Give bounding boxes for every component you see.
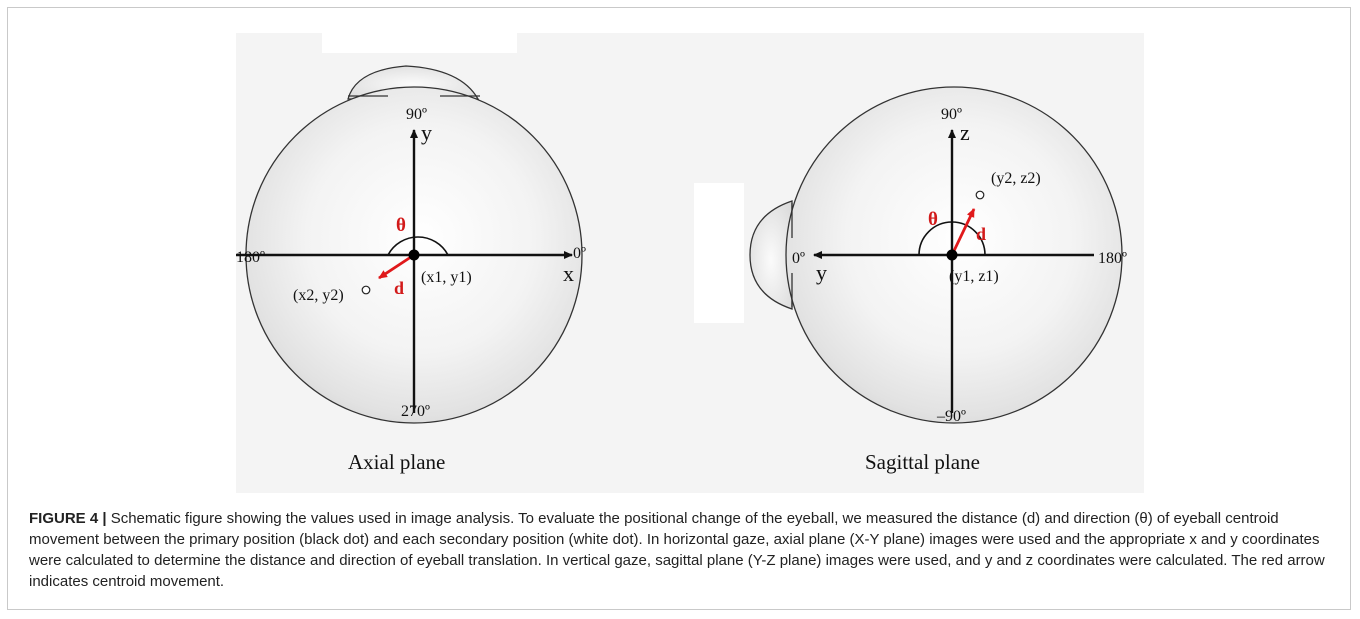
axial-y-axis-label: y: [421, 120, 432, 145]
axial-x-axis-label: x: [563, 261, 574, 286]
sagittal-theta-arc: [918, 221, 986, 256]
sagittal-primary-dot: [946, 249, 958, 261]
axial-primary-dot: [408, 249, 420, 261]
sagittal-left-label: 0º: [792, 250, 805, 267]
axial-primary-point-label: (x1, y1): [421, 269, 472, 286]
axial-left-label: 180º: [236, 249, 265, 266]
axial-movement-arrow: [378, 253, 415, 280]
axial-plane-title: Axial plane: [348, 450, 445, 474]
figure-caption-label: FIGURE 4 |: [29, 510, 107, 527]
axial-right-label: 0º: [573, 245, 586, 262]
axial-secondary-dot: [361, 285, 371, 295]
figure-caption: FIGURE 4 | Schematic figure showing the …: [29, 508, 1347, 592]
eyeball-schematic: θ d 90º y 180º 0º x (x1, y1) (x2, y2) 27…: [236, 33, 1144, 493]
sagittal-bottom-label: –90º: [936, 408, 966, 425]
sagittal-right-label: 180º: [1098, 250, 1127, 267]
sagittal-theta-label: θ: [928, 209, 938, 230]
axial-d-label: d: [394, 278, 404, 298]
axial-bottom-label: 270º: [401, 403, 430, 420]
sagittal-cornea: [749, 200, 793, 310]
sagittal-plane-title: Sagittal plane: [865, 450, 980, 474]
axial-top-label: 90º: [406, 106, 427, 123]
sagittal-z-axis-label: z: [960, 120, 970, 145]
axial-secondary-point-label: (x2, y2): [293, 287, 344, 304]
axial-diagram: θ d 90º y 180º 0º x (x1, y1) (x2, y2) 27…: [236, 65, 586, 474]
axial-theta-label: θ: [396, 215, 406, 236]
sagittal-diagram: θ d 90º z (y2, z2) 0º y 180º (y1, z1) –9…: [749, 86, 1127, 474]
figure-image: θ d 90º y 180º 0º x (x1, y1) (x2, y2) 27…: [236, 33, 1144, 493]
figure-frame: θ d 90º y 180º 0º x (x1, y1) (x2, y2) 27…: [7, 7, 1351, 610]
figure-background-gap: [694, 183, 744, 323]
sagittal-movement-arrow: [950, 208, 976, 256]
sagittal-secondary-dot: [975, 190, 985, 200]
sagittal-d-label: d: [976, 224, 986, 244]
sagittal-secondary-point-label: (y2, z2): [991, 170, 1041, 187]
sagittal-top-label: 90º: [941, 106, 962, 123]
sagittal-primary-point-label: (y1, z1): [949, 268, 999, 285]
figure-background-gap: [322, 33, 517, 53]
figure-caption-text: Schematic figure showing the values used…: [29, 510, 1325, 590]
axial-theta-arc: [387, 236, 449, 256]
sagittal-y-axis-label: y: [816, 260, 827, 285]
